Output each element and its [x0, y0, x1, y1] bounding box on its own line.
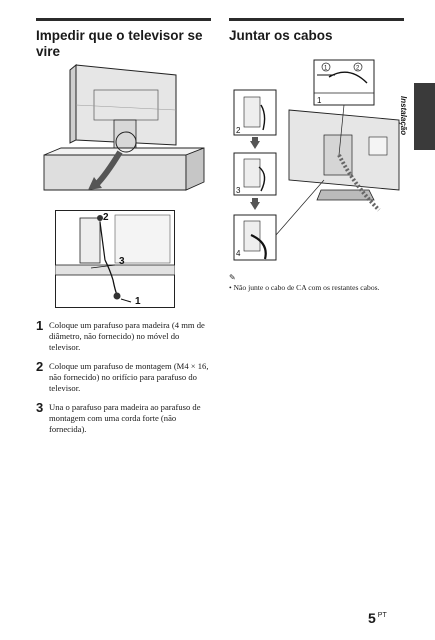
screw-detail-illustration: 2 3 1	[55, 210, 175, 308]
step-3: 3 Una o parafuso para madeira ao parafus…	[36, 400, 211, 435]
panel-3-number: 3	[236, 186, 241, 195]
step-number: 2	[36, 359, 44, 374]
right-heading-rule	[229, 18, 404, 21]
cable-bundling-illustration: 1 2 1 2 3 4	[233, 59, 400, 261]
callout-3: 3	[119, 256, 125, 267]
left-heading-rule	[36, 18, 211, 21]
step-number: 1	[36, 318, 44, 333]
step-text: Coloque um parafuso para madeira (4 mm d…	[49, 320, 205, 352]
inset-panel-1: 1	[317, 96, 322, 105]
step-text: Una o parafuso para madeira ao parafuso …	[49, 402, 201, 434]
instruction-steps: 1 Coloque um parafuso para madeira (4 mm…	[36, 318, 211, 443]
note-icon: ✎	[229, 273, 236, 282]
inset-callout-1: 1	[324, 66, 328, 72]
step-2: 2 Coloque um parafuso de montagem (M4 × …	[36, 359, 211, 394]
step-1: 1 Coloque um parafuso para madeira (4 mm…	[36, 318, 211, 353]
left-section-heading: Impedir que o televisor se vire	[36, 28, 211, 60]
page-number-value: 5	[368, 610, 376, 626]
left-heading-line2: vire	[36, 44, 61, 59]
page-lang: PT	[377, 612, 387, 619]
callout-2: 2	[103, 212, 109, 223]
section-tab	[414, 83, 435, 150]
step-text: Coloque um parafuso de montagem (M4 × 16…	[49, 361, 209, 393]
tv-on-stand-illustration	[43, 63, 205, 191]
step-number: 3	[36, 400, 44, 415]
right-section-heading: Juntar os cabos	[229, 28, 333, 43]
inset-callout-2: 2	[356, 66, 360, 72]
note-text: • Não junte o cabo de CA com os restante…	[229, 283, 380, 292]
left-heading-line1: Impedir que o televisor se	[36, 28, 203, 43]
panel-2-number: 2	[236, 126, 241, 135]
panel-4-number: 4	[236, 249, 241, 258]
callout-1: 1	[135, 296, 141, 307]
